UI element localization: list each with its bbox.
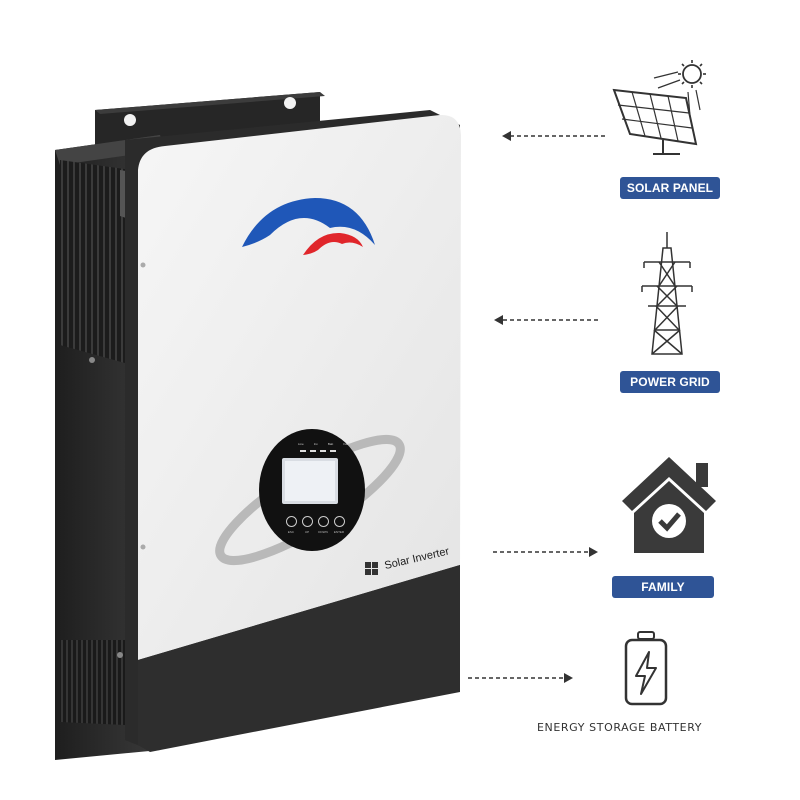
indicator-fault: Fault [343, 442, 350, 446]
house-check-icon [622, 457, 716, 553]
down-button-label: DOWN [318, 530, 328, 534]
lcd-button-row: ESC UP DOWN ENTER [285, 516, 345, 540]
esc-button-label: ESC [287, 530, 295, 534]
lcd-indicator-row: Line Inv Batt Fault [298, 442, 350, 448]
down-button[interactable]: DOWN [317, 516, 329, 540]
indicator-inv: Inv [313, 442, 318, 446]
family-badge: FAMILY [612, 576, 714, 598]
solar-panel-badge: SOLAR PANEL [620, 177, 720, 199]
power-tower-icon [641, 232, 693, 355]
arrowhead-grid [494, 315, 503, 325]
indicator-batt: Batt [327, 442, 334, 446]
indicator-line: Line [298, 442, 304, 446]
brand-logo [242, 198, 375, 255]
inverter-body [125, 110, 461, 752]
mounting-bracket [95, 92, 325, 145]
arrowhead-solar [502, 131, 511, 141]
solar-panel-icon [612, 60, 706, 155]
enter-button[interactable]: ENTER [333, 516, 345, 540]
up-button-icon [301, 516, 313, 527]
esc-button[interactable]: ESC [285, 516, 297, 540]
esc-button-icon [285, 516, 297, 527]
enter-button-icon [333, 516, 345, 527]
arrowhead-family [589, 547, 598, 557]
up-button[interactable]: UP [301, 516, 313, 540]
up-button-label: UP [304, 530, 310, 534]
power-grid-badge: POWER GRID [620, 371, 720, 393]
down-button-icon [317, 516, 329, 527]
enter-button-label: ENTER [333, 530, 345, 534]
energy-storage-battery-label: ENERGY STORAGE BATTERY [537, 721, 703, 734]
solar-inverter-mark-icon [365, 562, 378, 575]
battery-charging-icon [624, 631, 668, 706]
arrowhead-battery [564, 673, 573, 683]
